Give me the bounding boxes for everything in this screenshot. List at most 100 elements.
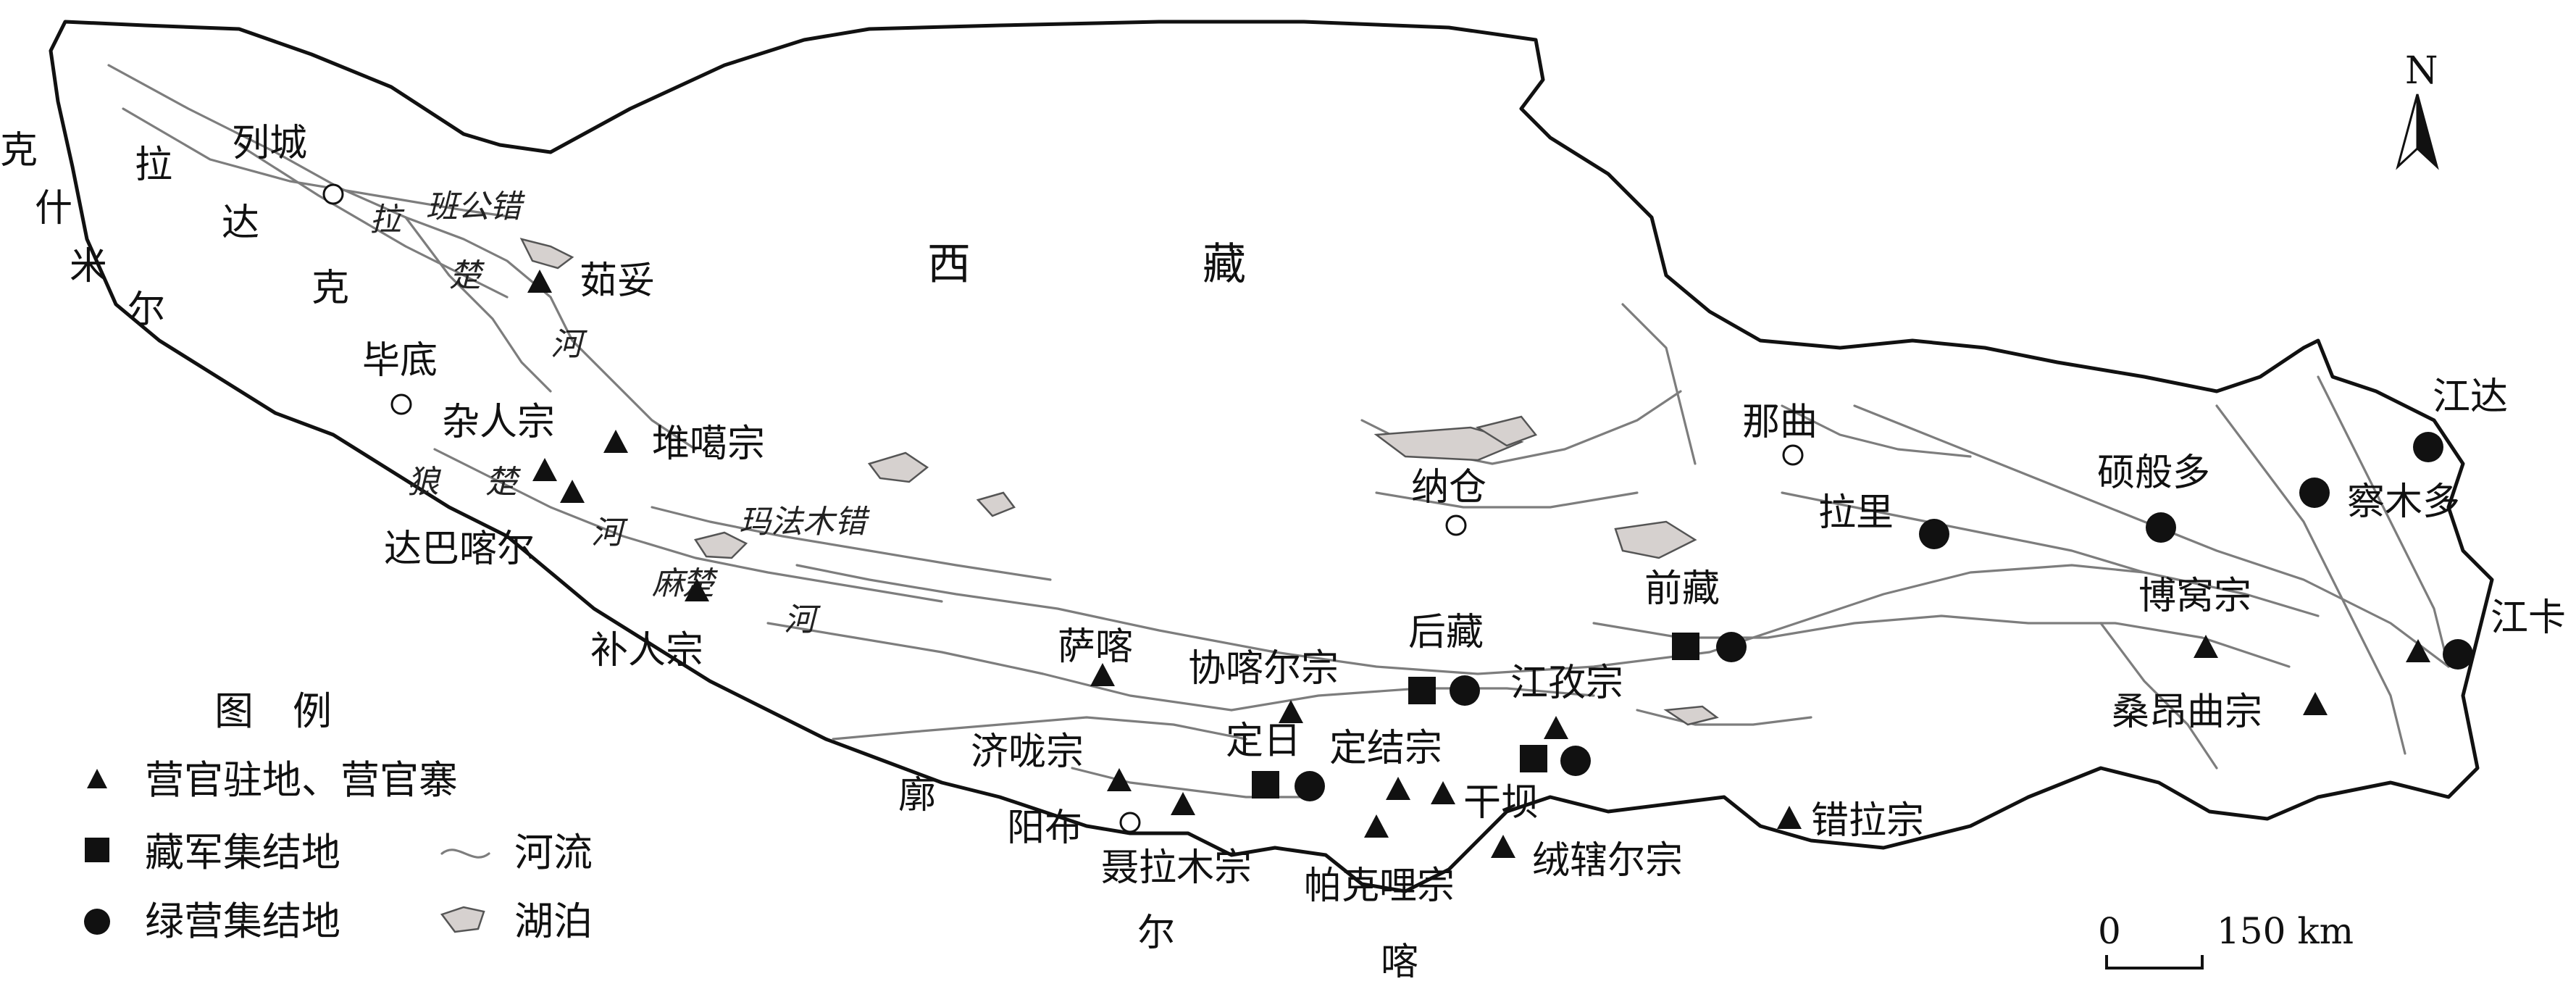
square-marker-houzang bbox=[1408, 677, 1436, 704]
square-marker-qianzang bbox=[1672, 633, 1699, 660]
legend-title: 图 例 bbox=[214, 688, 332, 734]
camp-label-dabakaer: 达巴喀尔 bbox=[384, 528, 535, 571]
lake-c bbox=[1373, 426, 1524, 462]
camp-marker-nielamuzong bbox=[1171, 792, 1195, 815]
legend-lake-icon bbox=[440, 906, 485, 933]
legend-river-icon bbox=[440, 849, 490, 859]
camp-marker-duigazong bbox=[603, 430, 628, 453]
camp-label-pakelizong: 帕克哩宗 bbox=[1304, 864, 1455, 908]
camp-label-zarenzong: 杂人宗 bbox=[442, 401, 555, 444]
camp-label-rongxiaerzong: 绒辖尔宗 bbox=[1532, 839, 1683, 883]
camp-label-chamuduo: 察木多 bbox=[2347, 480, 2460, 524]
town-label-liecheng: 列城 bbox=[232, 122, 307, 165]
region-nepal-1: 廓 bbox=[898, 774, 936, 817]
region-nepal-3: 喀 bbox=[1381, 941, 1418, 984]
scale-zero: 0 bbox=[2098, 910, 2121, 952]
camp-marker-jiangka-tri bbox=[2406, 639, 2430, 662]
north-arrow-right-half bbox=[2416, 93, 2439, 170]
camp-marker-dingjiezong bbox=[1386, 777, 1410, 800]
legend-lake-label: 湖泊 bbox=[514, 898, 593, 944]
region-xizang-1: 西 bbox=[927, 239, 971, 290]
circle-marker-jiangda bbox=[2413, 432, 2443, 462]
camp-label-sajia: 萨喀 bbox=[1058, 625, 1133, 669]
green-army-markers bbox=[1295, 432, 2473, 801]
camp-marker-rutuo bbox=[527, 270, 552, 293]
north-arrow: N bbox=[2396, 49, 2439, 170]
camp-label-rutuo: 茹妥 bbox=[580, 259, 655, 303]
circle-marker-lali bbox=[1919, 519, 1949, 549]
river-label-he-3: 河 bbox=[784, 601, 821, 638]
north-arrow-left-half bbox=[2396, 93, 2419, 170]
circle-marker-shuobanduo bbox=[2146, 512, 2176, 543]
river-label-la: 拉 bbox=[369, 201, 405, 238]
river-label-he-1: 河 bbox=[551, 326, 587, 363]
camp-marker-bowozong bbox=[2194, 635, 2218, 658]
lake-b bbox=[976, 491, 1016, 517]
camp-marker-xiekaerzong bbox=[1279, 700, 1303, 723]
camp-label-duigazong: 堆噶宗 bbox=[652, 422, 765, 466]
circle-marker-houzang bbox=[1450, 675, 1480, 706]
camp-label-jiangka: 江卡 bbox=[2491, 596, 2566, 640]
rivers bbox=[107, 64, 2450, 799]
region-kashmir-3: 米 bbox=[70, 245, 107, 288]
lake-a bbox=[867, 451, 929, 483]
lakes bbox=[519, 238, 1719, 726]
town-label-nacang: 纳仓 bbox=[1411, 466, 1486, 509]
camp-label-houzang: 后藏 bbox=[1408, 611, 1484, 654]
town-marker-liecheng bbox=[322, 183, 344, 205]
camp-label-jilongzong: 济咙宗 bbox=[971, 730, 1084, 774]
camp-label-dingjiezong: 定结宗 bbox=[1329, 727, 1442, 770]
camp-label-qianzang: 前藏 bbox=[1644, 567, 1720, 611]
mafamu-lake-1 bbox=[693, 531, 748, 559]
camp-marker-jiangzizong bbox=[1544, 716, 1568, 739]
camp-marker-cuolazong bbox=[1777, 806, 1802, 829]
region-xizang-2: 藏 bbox=[1203, 239, 1246, 290]
camp-marker-jilongzong bbox=[1107, 768, 1132, 791]
camp-marker-zarenzong-1 bbox=[532, 458, 557, 481]
camp-label-dingri: 定日 bbox=[1226, 720, 1301, 763]
legend-camp-post-label: 营官驻地、营官寨 bbox=[145, 757, 458, 803]
camp-label-burenzong: 补人宗 bbox=[590, 629, 703, 672]
town-label-bidi: 毕底 bbox=[362, 339, 438, 383]
region-ladakh-2: 达 bbox=[222, 201, 259, 245]
town-marker-bidi bbox=[390, 393, 412, 415]
camp-marker-sajia bbox=[1090, 663, 1115, 686]
lake-e bbox=[1614, 520, 1697, 559]
town-label-naqu: 那曲 bbox=[1742, 401, 1818, 444]
river-label-he-2: 河 bbox=[591, 514, 628, 551]
scale-value: 150 km bbox=[2217, 910, 2354, 952]
region-ladakh-3: 克 bbox=[311, 267, 349, 310]
camp-label-cuolazong: 错拉宗 bbox=[1811, 799, 1924, 843]
camp-label-nielamuzong: 聂拉木宗 bbox=[1101, 846, 1252, 890]
lake-label-mafamu: 玛法木错 bbox=[739, 504, 870, 541]
camp-label-bowozong: 博窝宗 bbox=[2138, 575, 2251, 618]
lake-label-bangong: 班公错 bbox=[426, 188, 525, 225]
river-label-chu-1: 楚 bbox=[449, 257, 485, 294]
town-marker-naqu bbox=[1782, 444, 1804, 466]
square-marker-dingri bbox=[1252, 771, 1279, 799]
circle-marker-qianzang bbox=[1716, 632, 1747, 662]
region-kashmir-1: 克 bbox=[0, 129, 38, 172]
camp-label-ganba: 干坝 bbox=[1463, 781, 1539, 825]
lake-f bbox=[1663, 705, 1719, 726]
camp-marker-sangangquzong bbox=[2303, 692, 2328, 715]
circle-marker-jiangzizong bbox=[1560, 746, 1591, 776]
camp-marker-ganba bbox=[1431, 781, 1455, 804]
legend: 图 例 营官驻地、营官寨 藏军集结地 绿营集结地 河流 湖泊 bbox=[84, 688, 593, 944]
scale-bar: 0 150 km bbox=[2098, 910, 2354, 970]
circle-marker-chamuduo bbox=[2299, 478, 2330, 508]
region-kashmir-2: 什 bbox=[35, 187, 72, 230]
river-label-ma: 麻 bbox=[652, 565, 688, 602]
camp-label-xiekaerzong: 协喀尔宗 bbox=[1188, 647, 1339, 691]
square-marker-jiangzizong bbox=[1520, 745, 1547, 772]
legend-river-label: 河流 bbox=[514, 830, 593, 875]
lake-d bbox=[1475, 415, 1538, 447]
camp-label-sangangquzong: 桑昂曲宗 bbox=[2112, 691, 2262, 734]
camp-markers bbox=[527, 270, 2430, 858]
circle-marker-jiangka bbox=[2443, 639, 2473, 670]
bangong-lake bbox=[519, 238, 574, 270]
camp-marker-rongxiaerzong bbox=[1491, 835, 1515, 858]
legend-circle-icon bbox=[84, 909, 110, 935]
river-label-lang: 狼 bbox=[407, 464, 442, 501]
